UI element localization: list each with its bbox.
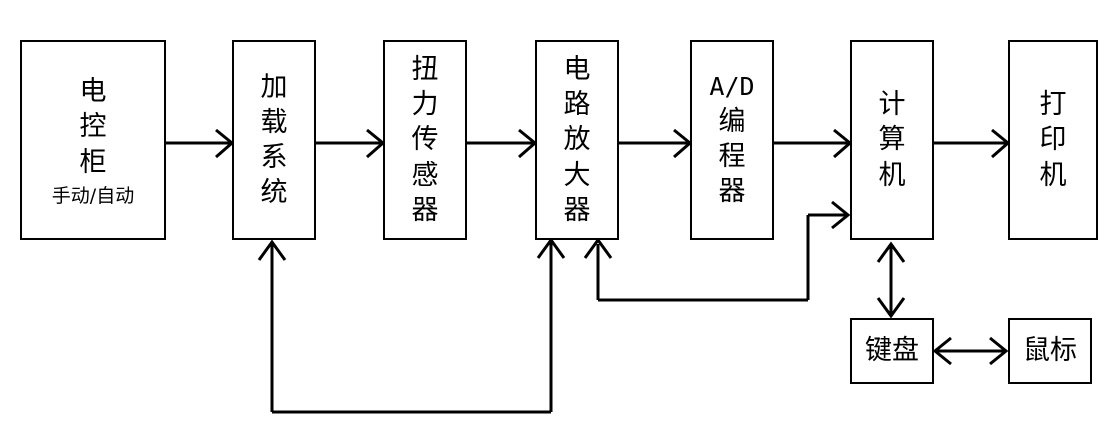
label-char: 感 <box>411 159 439 191</box>
electrical-cabinet-sublabel: 手动/自动 <box>51 184 135 207</box>
label-char: 电 <box>563 54 591 86</box>
label-char: 载 <box>260 106 288 138</box>
arrowhead-into-amplifier-long <box>536 237 566 259</box>
label-char: 放 <box>563 124 591 156</box>
label-char: 器 <box>718 175 746 207</box>
ad-programmer-type-label: A/D <box>709 72 755 102</box>
label-char: 传 <box>411 124 439 156</box>
node-circuit-amplifier[interactable]: 电 路 放 大 器 <box>535 40 619 240</box>
mouse-label: 鼠标 <box>1023 335 1077 367</box>
label-char: 统 <box>260 177 288 209</box>
label-char: 机 <box>878 159 906 191</box>
arrowhead-into-mouse-left <box>989 336 1009 366</box>
arrowhead-into-computer-bottom <box>876 241 906 263</box>
label-char: 扭 <box>411 54 439 86</box>
label-char: 印 <box>1039 124 1067 156</box>
label-char: 加 <box>260 71 288 103</box>
label-char: 柜 <box>79 146 107 178</box>
node-electrical-cabinet[interactable]: 电 控 柜 手动/自动 <box>20 40 166 240</box>
label-char: 编 <box>718 105 746 137</box>
label-char: 控 <box>79 111 107 143</box>
loading-system-label: 加 载 系 统 <box>261 70 288 210</box>
node-loading-system[interactable]: 加 载 系 统 <box>232 40 316 240</box>
keyboard-label: 键盘 <box>865 335 919 367</box>
node-computer[interactable]: 计 算 机 <box>850 40 934 240</box>
circuit-amplifier-label: 电 路 放 大 器 <box>564 52 591 227</box>
label-char: 力 <box>411 89 439 121</box>
arrowhead-into-amplifier-mid <box>583 237 613 259</box>
arrowhead-into-keyboard-top <box>876 297 906 319</box>
arrowhead-into-keyboard-right <box>932 336 952 366</box>
torque-sensor-label: 扭 力 传 感 器 <box>412 52 439 227</box>
electrical-cabinet-content: 电 控 柜 手动/自动 <box>52 74 134 205</box>
node-keyboard[interactable]: 键盘 <box>850 318 934 384</box>
ad-programmer-content: A/D 编 程 器 <box>709 71 754 209</box>
ad-programmer-label: 编 程 器 <box>719 104 746 209</box>
label-char: 算 <box>878 124 906 156</box>
label-char: 打 <box>1039 89 1067 121</box>
node-ad-programmer[interactable]: A/D 编 程 器 <box>690 40 774 240</box>
node-torque-sensor[interactable]: 扭 力 传 感 器 <box>383 40 467 240</box>
label-char: 机 <box>1039 159 1067 191</box>
printer-label: 打 印 机 <box>1040 87 1067 192</box>
computer-label: 计 算 机 <box>879 87 906 192</box>
label-char: 程 <box>718 140 746 172</box>
arrowhead-into-computer-left <box>831 200 851 230</box>
label-char: 系 <box>260 142 288 173</box>
node-mouse[interactable]: 鼠标 <box>1008 318 1092 384</box>
label-char: 路 <box>563 89 591 121</box>
electrical-cabinet-label: 电 控 柜 <box>80 74 107 179</box>
label-char: 大 <box>563 159 591 191</box>
label-char: 计 <box>878 89 906 121</box>
label-char: 电 <box>79 76 107 108</box>
label-char: 器 <box>411 194 439 226</box>
node-printer[interactable]: 打 印 机 <box>1008 40 1098 240</box>
arrowhead-into-loading-bottom <box>257 239 287 261</box>
label-char: 器 <box>563 194 591 226</box>
